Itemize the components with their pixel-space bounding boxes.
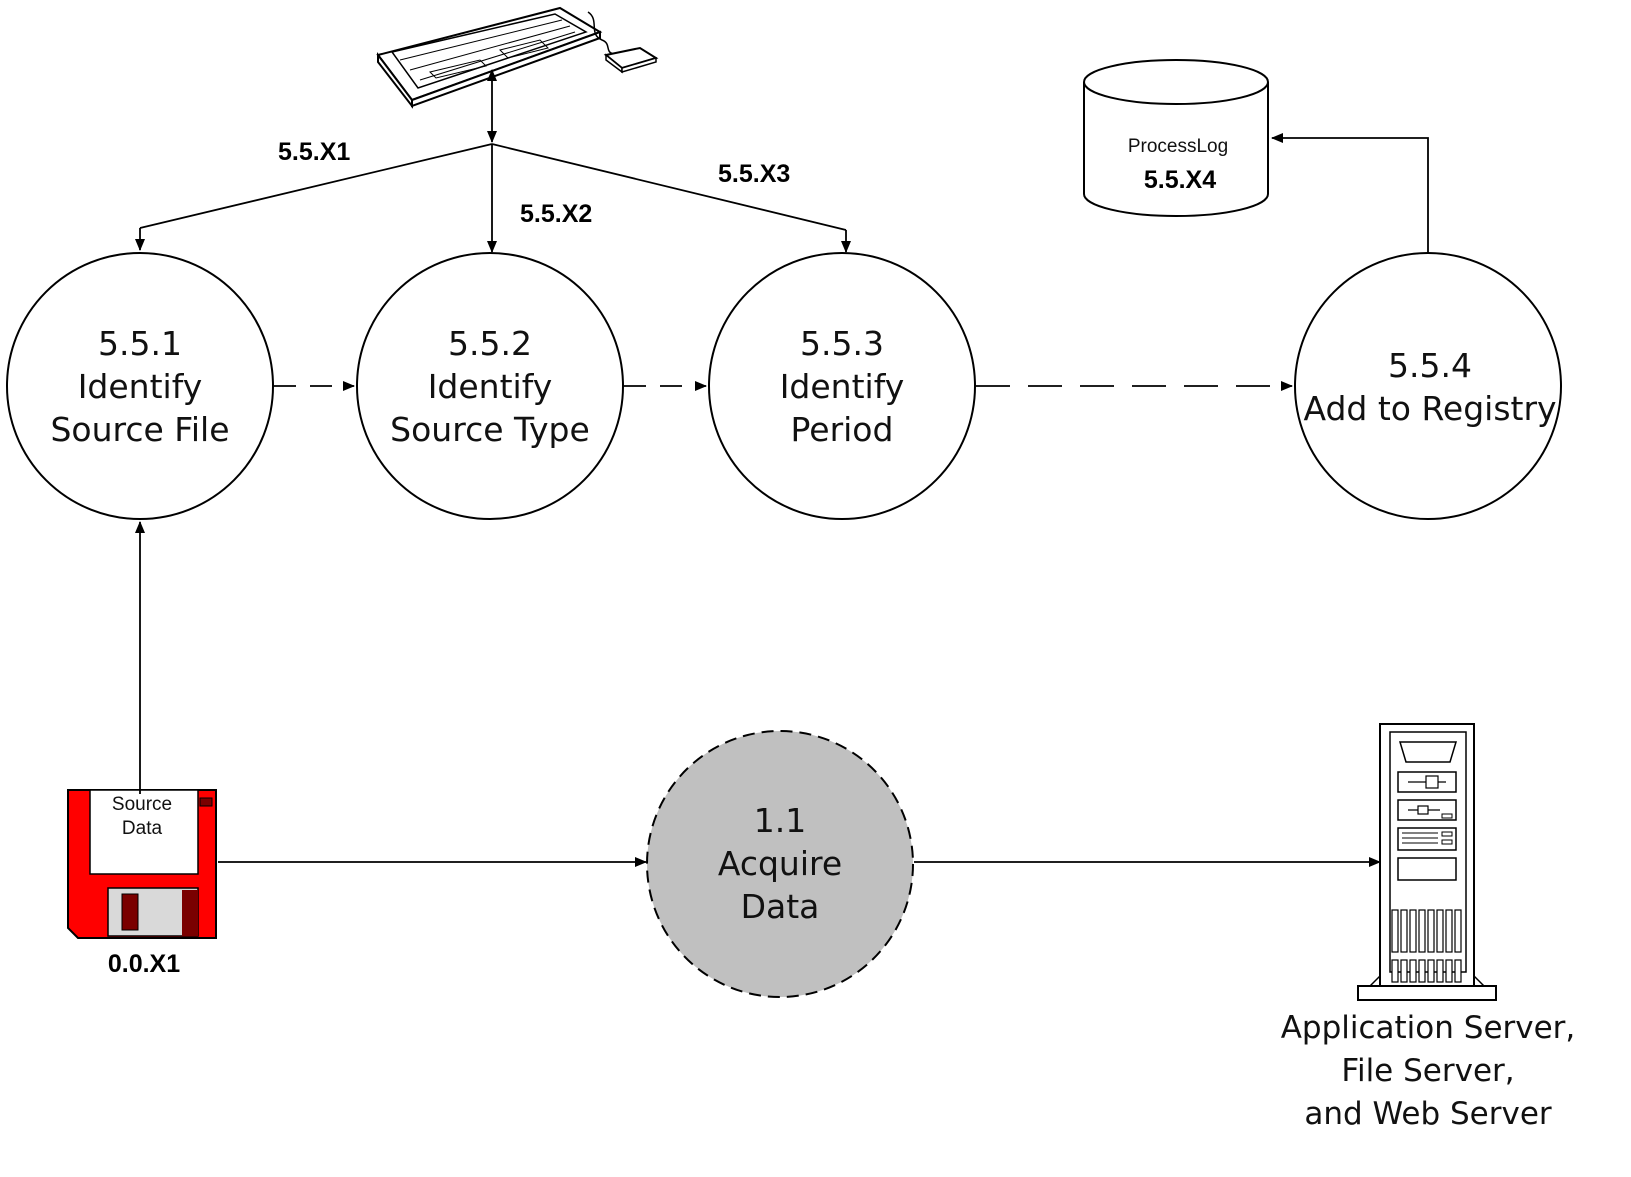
datastore-id: 5.5.X4	[1144, 166, 1216, 194]
process-name-line1: Identify	[78, 367, 203, 406]
server-caption-line2: File Server,	[1341, 1053, 1514, 1089]
process-name-line1: Identify	[428, 367, 553, 406]
floppy-id: 0.0.X1	[108, 950, 180, 978]
process-name-line2: Period	[791, 410, 894, 449]
mouse-icon	[587, 11, 659, 74]
flow-to-datastore	[1271, 133, 1429, 254]
process-name-line2: Source Type	[390, 410, 590, 449]
process-5-5-4: 5.5.4 Add to Registry	[1294, 252, 1562, 520]
process-id: 5.5.3	[800, 324, 884, 363]
process-id: 1.1	[754, 801, 806, 840]
flow-label-x2: 5.5.X2	[520, 200, 592, 228]
process-5-5-3: 5.5.3 Identify Period	[708, 252, 976, 520]
flow-label-x3: 5.5.X3	[718, 160, 790, 188]
process-id: 5.5.2	[448, 324, 532, 363]
floppy-label-line2: Data	[122, 818, 163, 839]
datastore-name: ProcessLog	[1128, 136, 1228, 157]
flow-label-x1: 5.5.X1	[278, 138, 350, 166]
process-1-1: 1.1 Acquire Data	[646, 730, 914, 998]
process-5-5-1: 5.5.1 Identify Source File	[6, 252, 274, 520]
process-id: 5.5.4	[1388, 346, 1472, 385]
process-id: 5.5.1	[98, 324, 182, 363]
datastore-cylinder	[1083, 59, 1269, 217]
server-icon	[1357, 723, 1497, 1001]
keyboard-flows	[135, 69, 851, 253]
process-name-line1: Identify	[780, 367, 905, 406]
floppy-disk-icon	[67, 789, 217, 939]
floppy-label-line1: Source	[112, 794, 172, 815]
keyboard-icon	[376, 6, 603, 109]
process-5-5-2: 5.5.2 Identify Source Type	[356, 252, 624, 520]
process-name-line1: Acquire	[718, 844, 842, 883]
server-caption-line1: Application Server,	[1281, 1010, 1576, 1046]
process-name-line1: Add to Registry	[1303, 389, 1556, 428]
server-caption-line3: and Web Server	[1304, 1096, 1552, 1132]
process-name-line2: Data	[741, 887, 820, 926]
process-name-line2: Source File	[50, 410, 229, 449]
